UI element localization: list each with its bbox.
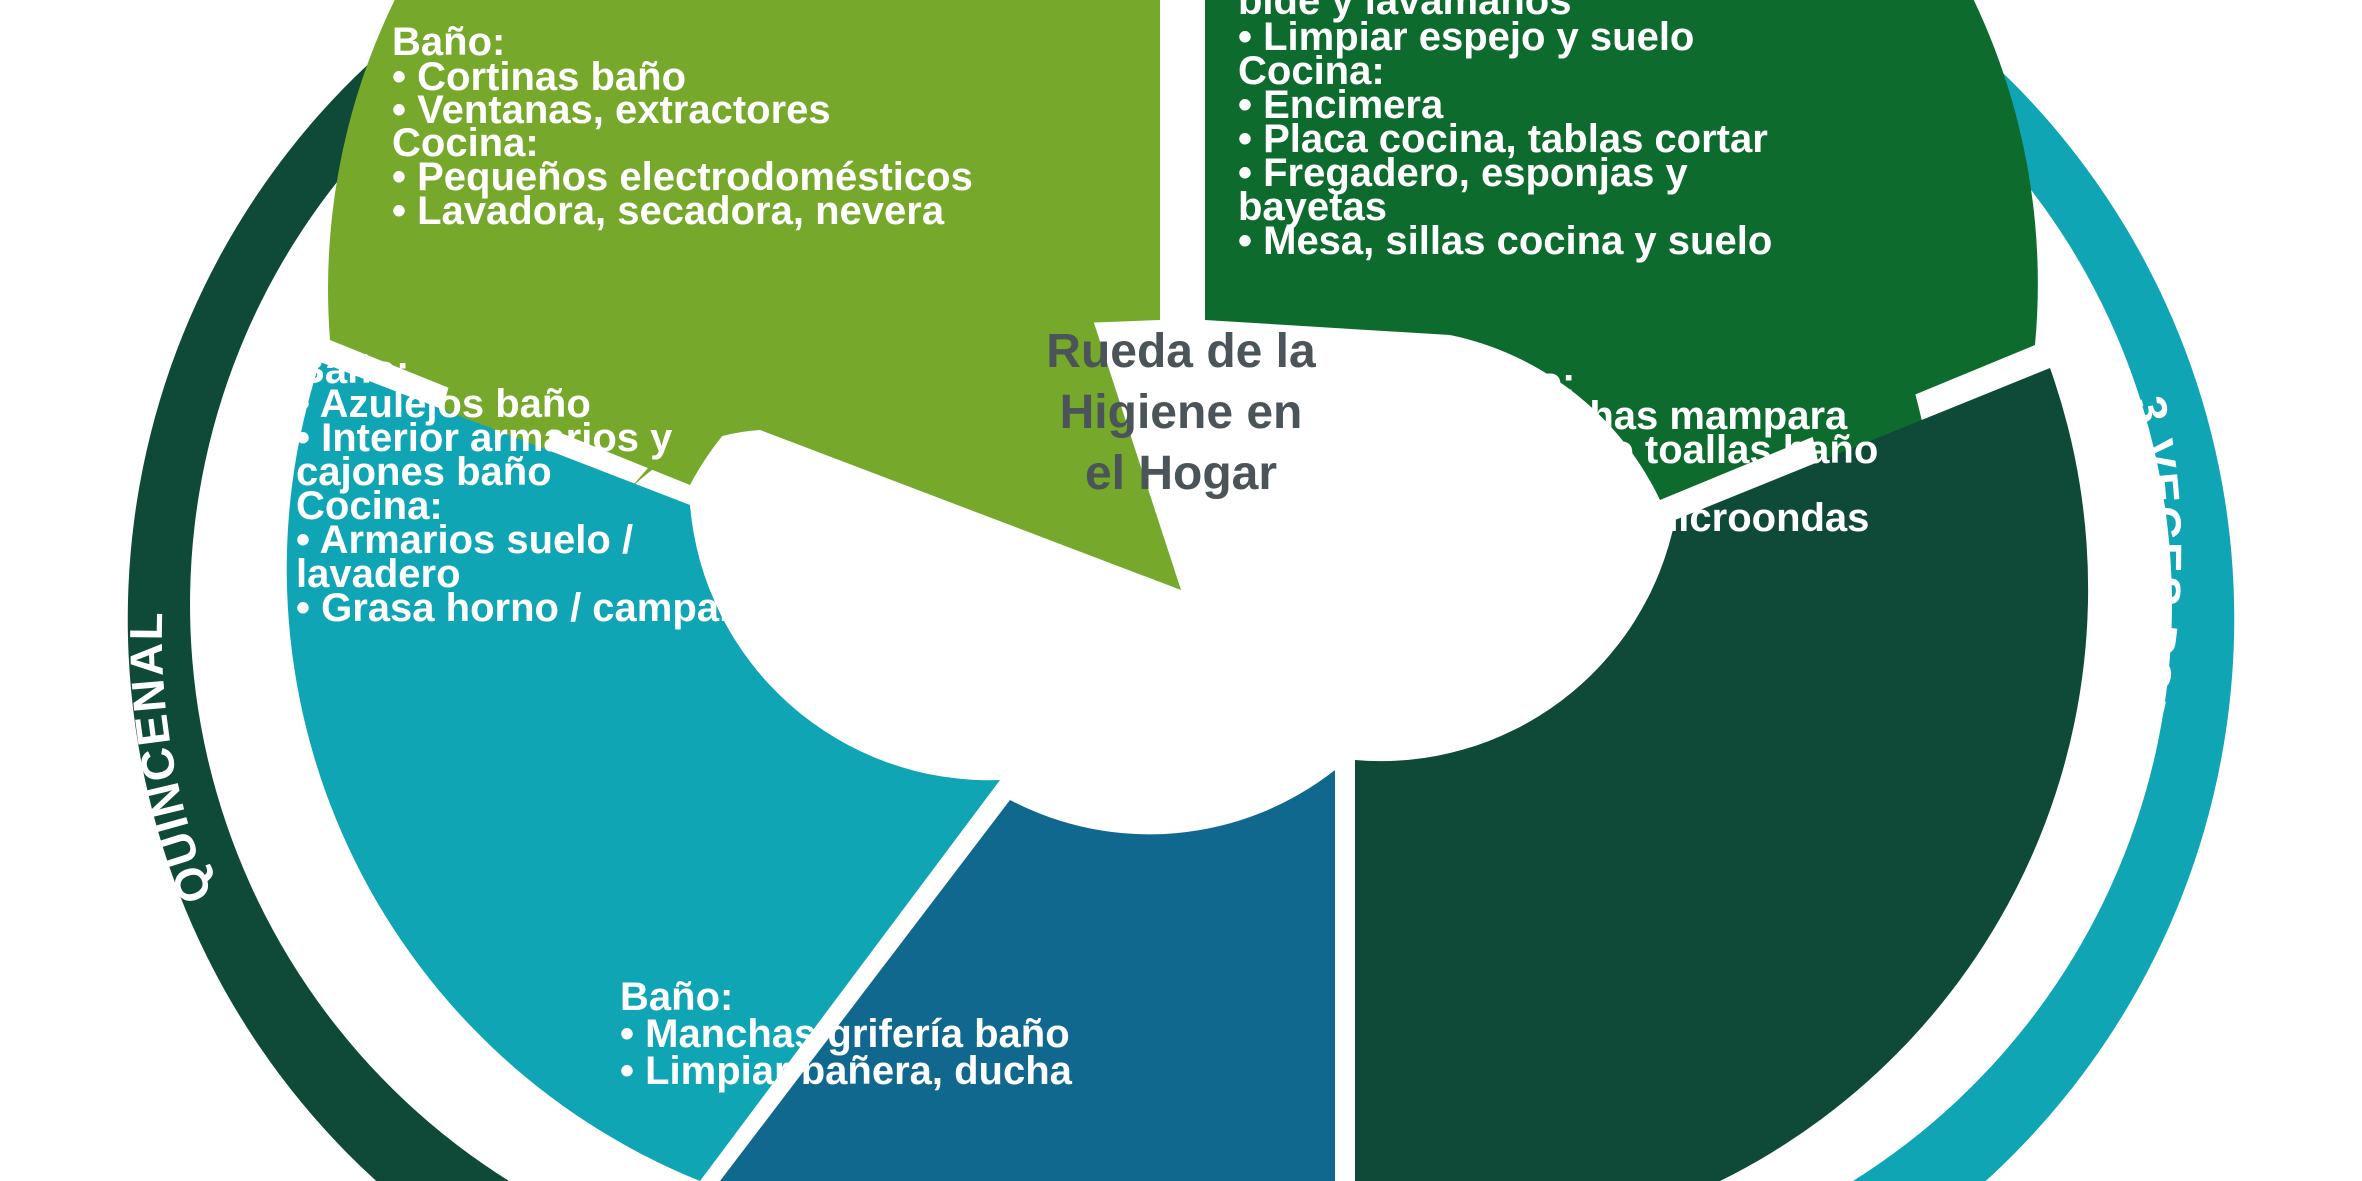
darkgreen-line-2: Cocina: [1238,49,1385,93]
cyan-line-6: lavadero [296,552,461,596]
darkgreen-line-0: bidé y lavamanos [1238,0,1571,23]
deepgreen-line-0: Baño: [1462,360,1575,404]
ring-arc-quincenal [1803,0,2235,1181]
steelblue-line-2: • Limpiar bañera, ducha [620,1049,1073,1093]
darkgreen-line-4: • Placa cocina, tablas cortar [1238,117,1768,161]
segment-text-deepgreen: Baño: • Manchas mampara • Cambio toallas… [1462,360,1878,608]
olive-line-1: • Cortinas baño [392,55,686,99]
segment-steelblue-semanal[interactable] [720,770,1335,1181]
cyan-line-2: • Interior armarios y [296,416,673,460]
wheel-segments [286,0,2089,1181]
segment-text-olive: Baño: • Cortinas baño • Ventanas, extrac… [392,20,973,233]
darkgreen-line-5: • Fregadero, esponjas y [1238,151,1688,195]
darkgreen-line-7: • Mesa, sillas cocina y suelo [1238,219,1772,263]
cyan-line-5: • Armarios suelo / [296,518,633,562]
segment-text-cyan: Baño: • Azulejos baño • Interior armario… [296,348,766,630]
cyan-line-4: Cocina: [296,484,443,528]
deepgreen-line-6: • Cafetera [1462,564,1648,608]
deepgreen-line-4: • Limpiar microondas [1462,496,1869,540]
cyan-line-1: • Azulejos baño [296,382,591,426]
cyan-line-0: Baño: [296,348,409,392]
center-title: Rueda de la Higiene en el Hogar [1046,325,1316,500]
steelblue-line-1: • Manchas grifería baño [620,1012,1070,1056]
center-title-line-2: el Hogar [1085,447,1277,500]
segment-cyan-quincenal[interactable] [286,362,1000,1181]
outer-ring [127,0,2235,1181]
ring-arc-tres-veces [127,0,559,1181]
deepgreen-line-5: • Grifería [1462,530,1630,574]
olive-line-2: • Ventanas, extractores [392,88,831,132]
olive-line-5: • Lavadora, secadora, nevera [392,189,945,233]
darkgreen-line-6: bayetas [1238,185,1387,229]
segment-deepgreen-tresveces[interactable] [1355,368,2089,1181]
olive-line-0: Baño: [392,20,505,64]
deepgreen-line-1: • Manchas mampara [1462,394,1848,438]
segment-text-darkgreen: bidé y lavamanos • Limpiar espejo y suel… [1238,0,1772,263]
olive-line-4: • Pequeños electrodomésticos [392,155,973,199]
cyan-line-7: • Grasa horno / campana [296,586,766,630]
center-title-line-1: Higiene en [1060,386,1303,439]
segment-olive-body[interactable] [328,0,1160,485]
segment-text-steelblue: Baño: • Manchas grifería baño • Limpiar … [620,975,1073,1093]
darkgreen-line-3: • Encimera [1238,83,1444,127]
center-title-line-0: Rueda de la [1046,325,1316,378]
deepgreen-line-3: Cocina: [1462,462,1609,506]
olive-line-3: Cocina: [392,121,539,165]
darkgreen-line-1: • Limpiar espejo y suelo [1238,15,1694,59]
ring-arc-top-right [1453,0,1941,590]
steelblue-line-0: Baño: [620,975,733,1019]
cyan-line-3: cajones baño [296,450,552,494]
segment-darkgreen-diario[interactable] [1205,0,2038,500]
deepgreen-line-2: • Cambio toallas baño [1462,428,1878,472]
ring-arc-top-left [421,0,909,590]
